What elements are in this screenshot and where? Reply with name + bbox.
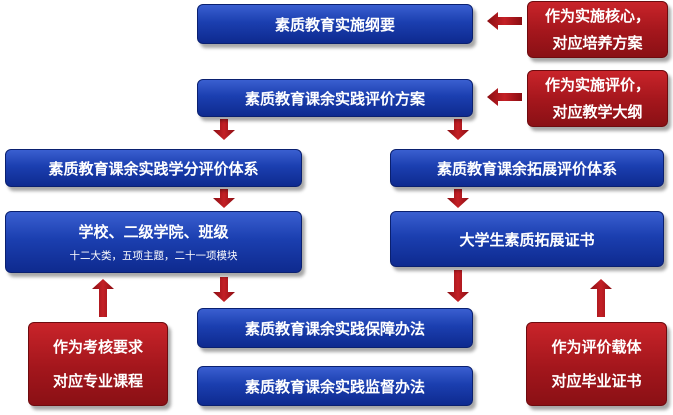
box-label: 素质教育课余拓展评价体系 [436, 159, 617, 178]
arrow-down-cert [447, 270, 469, 302]
note-line: 作为考核要求 [52, 337, 143, 356]
box-supervision-measures: 素质教育课余实践监督办法 [197, 366, 473, 406]
box-label: 素质教育实施纲要 [274, 15, 395, 34]
box-label: 学校、二级学院、班级 [78, 223, 229, 241]
box-label: 素质教育课余实践学分评价体系 [48, 159, 259, 178]
box-guarantee-measures: 素质教育课余实践保障办法 [197, 308, 473, 348]
box-extension-evaluation-system: 素质教育课余拓展评价体系 [390, 149, 664, 187]
note-assessment-requirement: 作为考核要求 对应专业课程 [28, 322, 168, 406]
arrow-up-assess [92, 279, 114, 317]
arrow-down-school [213, 277, 235, 302]
arrow-up-carrier [590, 279, 612, 317]
note-line: 对应专业课程 [52, 372, 143, 390]
note-line: 对应教学大纲 [552, 102, 643, 121]
arrow-down-eval-right [447, 119, 469, 140]
box-label: 素质教育课余实践评价方案 [244, 89, 425, 108]
box-sublabel: 十二大类，五项主题，二十一项模块 [69, 250, 238, 262]
box-label: 大学生素质拓展证书 [459, 230, 595, 249]
box-school-college-class: 学校、二级学院、班级 十二大类，五项主题，二十一项模块 [5, 211, 302, 273]
box-evaluation-plan: 素质教育课余实践评价方案 [197, 79, 473, 117]
arrow-down-eval-left [213, 119, 235, 140]
note-evaluation-carrier: 作为评价载体 对应毕业证书 [526, 322, 667, 406]
note-implementation-evaluation: 作为实施评价， 对应教学大纲 [527, 70, 668, 127]
note-implementation-core: 作为实施核心， 对应培养方案 [527, 1, 668, 58]
arrow-left-core [487, 12, 522, 30]
box-quality-education-outline: 素质教育实施纲要 [197, 4, 473, 44]
note-line: 作为实施评价， [544, 76, 650, 95]
box-credit-evaluation-system: 素质教育课余实践学分评价体系 [5, 149, 302, 187]
arrow-left-eval [487, 88, 522, 106]
note-line: 作为评价载体 [551, 337, 642, 356]
box-quality-extension-certificate: 大学生素质拓展证书 [390, 211, 664, 267]
note-line: 对应毕业证书 [551, 372, 642, 390]
note-line: 作为实施核心， [544, 7, 650, 26]
arrow-down-credit [213, 189, 235, 208]
arrow-down-ext [447, 189, 469, 208]
box-label: 素质教育课余实践保障办法 [244, 319, 425, 338]
box-label: 素质教育课余实践监督办法 [244, 377, 425, 396]
note-line: 对应培养方案 [552, 33, 643, 52]
